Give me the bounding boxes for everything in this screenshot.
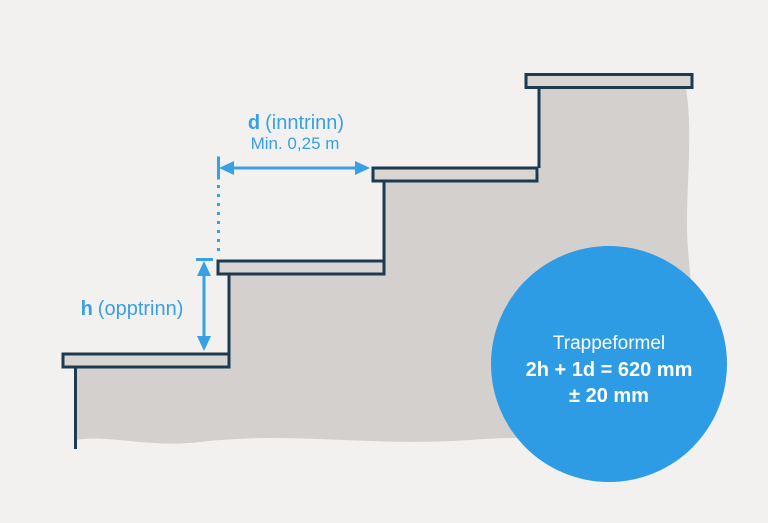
- tread-depth-dimension: [217, 156, 370, 254]
- arrow-right-icon: [355, 161, 370, 175]
- tread-depth-minimum-note: Min. 0,25 m: [250, 134, 340, 153]
- formula-badge-text: Trappeformel 2h + 1d = 620 mm ± 20 mm: [526, 331, 693, 409]
- tread-step-2: [216, 259, 386, 276]
- riser-height-label: h(opptrinn): [81, 298, 184, 321]
- tread-depth-name: (inntrinn): [265, 112, 345, 134]
- arrow-left-icon: [219, 161, 234, 175]
- formula-badge-title: Trappeformel: [552, 333, 666, 354]
- riser-height-dimension: [196, 258, 213, 351]
- riser-height-name: (opptrinn): [97, 298, 184, 320]
- arrow-down-icon: [197, 336, 211, 351]
- tread-depth-symbol: d: [247, 112, 261, 134]
- tread-step-4: [524, 73, 694, 89]
- formula-badge-tolerance: ± 20 mm: [569, 385, 649, 407]
- tread-step-1: [61, 352, 231, 369]
- tread-step-3: [371, 166, 539, 183]
- formula-badge-formula: 2h + 1d = 620 mm: [525, 359, 693, 381]
- formula-badge-circle: [491, 246, 727, 482]
- tread-depth-label: d(inntrinn): [248, 112, 344, 135]
- arrow-up-icon: [197, 261, 211, 276]
- riser-height-symbol: h: [80, 298, 93, 320]
